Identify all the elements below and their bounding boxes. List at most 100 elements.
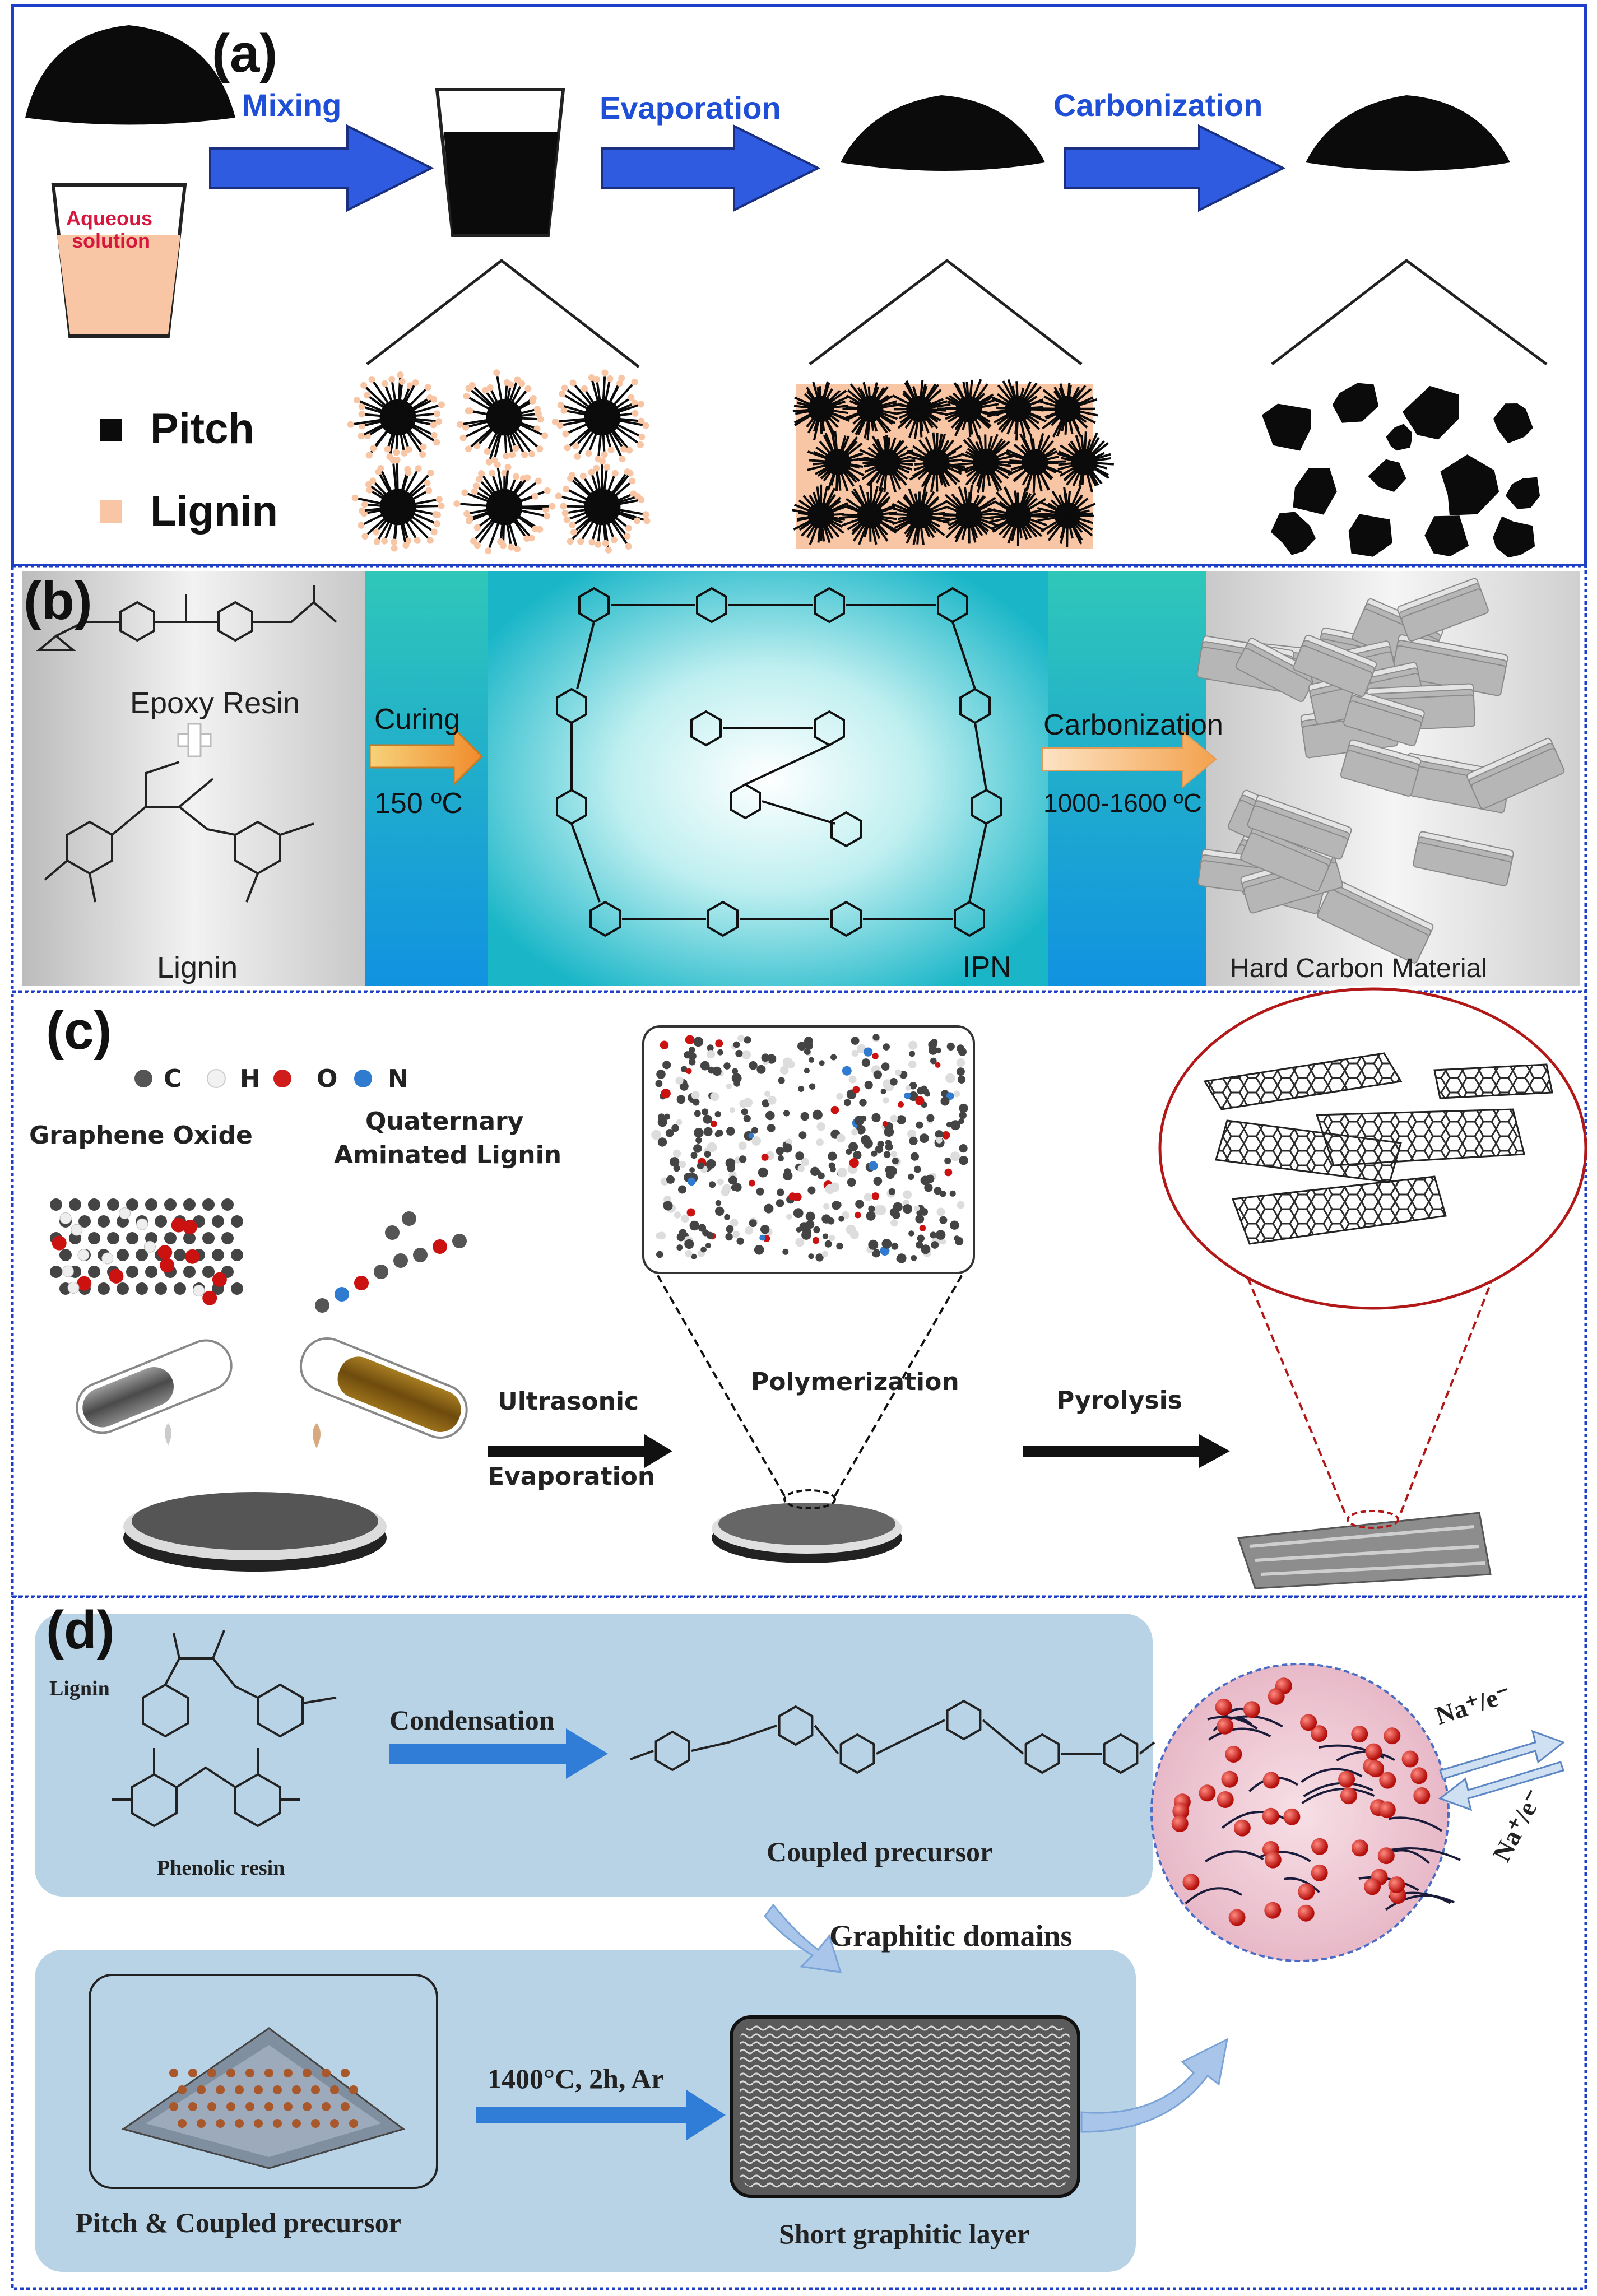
polymer-atom	[816, 1122, 825, 1131]
polymer-atom	[897, 1115, 906, 1124]
lignin-dot	[620, 445, 628, 453]
hydrogen-atom-legend-dot	[207, 1069, 226, 1088]
precursor-background	[22, 571, 365, 986]
polymer-network-atoms	[651, 1034, 968, 1263]
carbon-layer	[1303, 1782, 1373, 1797]
sodium-ion	[1365, 1743, 1382, 1760]
sphere-arrow	[1080, 2038, 1229, 2133]
polymer-atom	[715, 1039, 723, 1048]
sodium-ion	[1215, 1698, 1232, 1716]
carbon-atom	[174, 1249, 186, 1261]
benzene-ring	[830, 811, 862, 848]
benzene-ring	[1103, 1733, 1139, 1774]
hydrogen-atom-label: H	[240, 1065, 261, 1093]
benzene-ring	[696, 587, 727, 624]
carbon-atom	[174, 1282, 186, 1295]
carbon-atom	[136, 1249, 148, 1261]
lignin-dot	[514, 376, 521, 383]
lignin-dot	[507, 381, 514, 388]
polymer-atom	[801, 1230, 811, 1240]
sodium-ion	[1311, 1864, 1328, 1881]
polymer-atom	[795, 1238, 805, 1247]
hydrogen-atom	[77, 1249, 90, 1261]
polymer-atom	[812, 1237, 820, 1244]
pyrolysis-label: Pyrolysis	[1056, 1386, 1182, 1415]
precursor-dot	[264, 2102, 273, 2111]
panel-c	[11, 987, 1587, 1598]
pyrolysis-zoom-lines	[1237, 1254, 1503, 1513]
polymer-atom	[732, 1230, 740, 1238]
polymer-atom	[758, 1167, 768, 1178]
polymer-atom	[950, 1220, 959, 1230]
lignin-dot	[381, 537, 388, 545]
lignin-dot	[494, 461, 501, 468]
polymer-atom	[726, 1127, 735, 1136]
polymer-atom	[658, 1231, 666, 1240]
polymer-atom	[703, 1114, 712, 1124]
lignin-dot	[567, 538, 574, 545]
lignin-dot	[537, 416, 544, 423]
polymer-atom	[804, 1048, 811, 1055]
lignin-dot	[637, 401, 644, 408]
benzene-ring	[654, 1730, 690, 1772]
lignin-dot	[368, 375, 375, 383]
polymer-atom	[793, 1208, 804, 1219]
lignin-dot	[535, 410, 542, 417]
lignin-dot	[365, 452, 373, 459]
polymer-atom	[807, 1186, 816, 1195]
graphene-stack	[1235, 638, 1318, 703]
lignin-dot	[358, 507, 365, 514]
polymer-atom	[661, 1089, 671, 1099]
lignin-dot	[485, 547, 492, 555]
polymer-atom	[866, 1211, 876, 1221]
lignin-dot	[415, 465, 422, 472]
lignin-dot	[512, 445, 519, 452]
lignin-dot	[471, 488, 478, 495]
polymer-atom	[882, 1121, 888, 1127]
polymer-atom	[827, 1217, 835, 1225]
polymer-atom	[936, 1137, 943, 1144]
lignin-dot	[611, 470, 619, 477]
polymer-atom	[855, 1200, 864, 1209]
lignin-dot	[463, 393, 470, 400]
sodium-ion	[1379, 1772, 1396, 1789]
polymerization-zoom-lines	[654, 1271, 965, 1496]
lignin-dot	[593, 464, 600, 472]
sodium-ion	[1268, 1688, 1285, 1705]
polymer-atom	[672, 1124, 679, 1131]
polymer-atom	[880, 1089, 886, 1094]
lignin-dot	[625, 524, 632, 532]
polymer-atom	[872, 1034, 880, 1041]
carbon-atom	[164, 1232, 177, 1244]
polymer-atom	[935, 1062, 941, 1068]
lignin-dot	[598, 458, 606, 465]
polymer-atom	[863, 1138, 873, 1149]
lignin-dot	[473, 482, 480, 490]
polymer-atom	[684, 1051, 691, 1059]
sodium-ion	[1182, 1874, 1200, 1891]
polymer-atom	[822, 1233, 829, 1239]
oxygen-atom-label: O	[317, 1065, 338, 1093]
pitch-legend-label: Pitch	[150, 405, 254, 453]
lignin-dot	[485, 458, 493, 466]
carbon-atom	[88, 1198, 100, 1211]
polymer-atom	[717, 1178, 724, 1186]
lignin-dot	[562, 430, 569, 438]
polymer-atom	[658, 1113, 665, 1121]
graphene-oxide-test-tube	[76, 1339, 233, 1446]
polymer-atom	[892, 1211, 900, 1219]
carbon-atom	[50, 1198, 62, 1211]
carbon-atom-label: C	[164, 1065, 182, 1093]
polymer-atom	[721, 1188, 729, 1196]
polymer-atom	[761, 1053, 770, 1062]
lignin-dot	[601, 451, 608, 458]
lignin-dot	[588, 468, 595, 476]
lignin-dot	[381, 380, 388, 387]
aqueous-solution-label-line2: solution	[72, 229, 150, 252]
carbon-atom	[212, 1249, 224, 1261]
polymer-atom	[657, 1137, 667, 1147]
polymer-atom	[915, 1096, 925, 1105]
lignin-dot	[606, 375, 614, 382]
benzene-ring	[730, 783, 761, 820]
oxygen-atom	[171, 1217, 186, 1233]
